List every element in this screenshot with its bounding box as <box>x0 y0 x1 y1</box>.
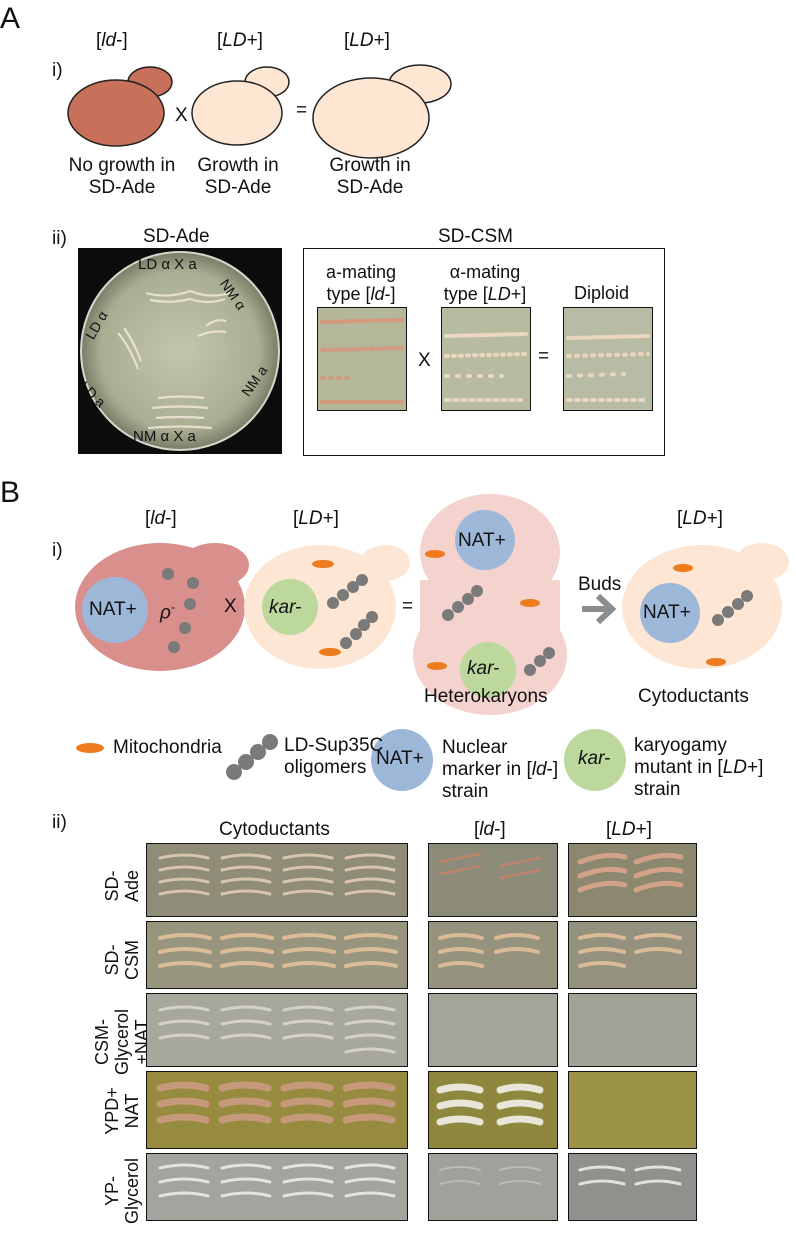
csm-col3-header: Diploid <box>574 283 630 303</box>
ld-plus-cell <box>191 66 290 146</box>
grid-ypd-nat-ld-plus <box>568 1071 697 1149</box>
heterokaryons-label: Heterokaryons <box>424 686 548 707</box>
grid-sd-ade-cytoductants <box>146 843 408 917</box>
csm-col2-header: α-mating type [LD+] <box>443 262 527 304</box>
cytoduction-diagram <box>75 494 789 715</box>
grid-sd-ade-ld-plus <box>568 843 697 917</box>
plate-title: SD-Ade <box>143 226 210 247</box>
panel-a-letter: A <box>0 2 21 35</box>
cross-equals-symbol: = <box>296 100 308 121</box>
grid-ypd-nat-ld-minus <box>428 1071 558 1149</box>
legend-icons <box>76 729 626 791</box>
buds-label: Buds <box>578 574 622 595</box>
grid-yp-glycerol-ld-plus <box>568 1153 697 1221</box>
grid-yp-glycerol-cytoductants <box>146 1153 408 1221</box>
panel-a-i-label: i) <box>52 60 63 81</box>
grid-csm-glycerol-nat-cytoductants <box>146 993 408 1067</box>
grid-header-cytoductants: Cytoductants <box>219 819 330 840</box>
b-x-symbol: X <box>224 596 237 617</box>
sector-ld-alpha-x-a: LD α X a <box>138 256 197 273</box>
grid-sd-csm-cytoductants <box>146 921 408 989</box>
csm-photo-alpha-mating <box>441 307 531 411</box>
grid-header-ld-plus: [LD+] <box>606 819 652 840</box>
kar-legend-icon <box>564 729 626 791</box>
b-rho-label: ρ- <box>160 600 175 624</box>
mitochondria-legend-icon <box>76 743 104 753</box>
b-kar-label-2: kar- <box>467 658 500 679</box>
cell2-genotype-label: [LD+] <box>217 30 263 51</box>
b-nat-label-3: NAT+ <box>643 602 691 623</box>
grid-header-ld-minus: [ld-] <box>474 819 506 840</box>
cross-x-symbol: X <box>175 105 188 126</box>
csm-photo-diploid <box>563 307 653 411</box>
sector-nm-alpha-x-a: NM α X a <box>133 428 196 445</box>
b-ld-plus-label-2: [LD+] <box>677 508 723 529</box>
panel-a-ii-label: ii) <box>52 228 67 249</box>
diploid-cell <box>312 64 452 159</box>
b-heterokaryon-cell <box>413 494 567 715</box>
cell3-genotype-label: [LD+] <box>344 30 390 51</box>
panel-b-letter: B <box>0 476 21 509</box>
b-kar-label-1: kar- <box>269 597 302 618</box>
row-label-ypd-nat: YPD+NAT <box>102 1087 142 1135</box>
panel-b-i-label: i) <box>52 540 63 561</box>
grid-sd-ade-ld-minus <box>428 843 558 917</box>
legend-nat-icon-label: NAT+ <box>376 748 424 769</box>
csm-photo-a-mating <box>317 307 407 411</box>
grid-sd-csm-ld-plus <box>568 921 697 989</box>
legend-kar-text: karyogamy mutant in [LD+] strain <box>634 735 764 800</box>
legend-kar-icon-label: kar- <box>578 748 611 769</box>
b-nat-label-1: NAT+ <box>89 599 137 620</box>
row-label-sd-ade: SD-Ade <box>102 869 142 903</box>
buds-arrow <box>582 593 617 625</box>
b-ld-plus-cell <box>244 545 410 669</box>
b-ld-minus-label: [ld-] <box>145 508 177 529</box>
csm-equals-symbol: = <box>538 346 550 367</box>
grid-ypd-nat-cytoductants <box>146 1071 408 1149</box>
b-ld-plus-label-1: [LD+] <box>293 508 339 529</box>
b-cytoductant-cell <box>622 543 789 669</box>
row-label-sd-csm: SD-CSM <box>102 940 142 980</box>
oligomer-legend-icon <box>226 734 278 780</box>
sd-csm-box <box>303 248 665 456</box>
csm-x-symbol: X <box>418 350 431 371</box>
grid-csm-glycerol-nat-ld-plus <box>568 993 697 1067</box>
sd-ade-plate-photo: LD α X a NM α LD α LD a NM a NM α X a <box>77 248 282 454</box>
b-nat-label-2: NAT+ <box>458 530 506 551</box>
row-label-yp-glycerol: YP-Glycerol <box>102 1158 142 1225</box>
panel-a-cross-diagram <box>67 64 452 159</box>
csm-col1-header: a-mating type [ld-] <box>325 262 397 304</box>
b-equals-symbol: = <box>402 596 414 617</box>
b-ld-minus-cell <box>75 543 249 671</box>
ld-minus-cell <box>67 66 173 147</box>
sd-csm-title: SD-CSM <box>438 226 513 247</box>
nat-legend-icon <box>371 729 433 791</box>
panel-b-ii-label: ii) <box>52 812 67 833</box>
grid-yp-glycerol-ld-minus <box>428 1153 558 1221</box>
grid-csm-glycerol-nat-ld-minus <box>428 993 558 1067</box>
cytoductants-label: Cytoductants <box>638 686 749 707</box>
legend-mitochondria: Mitochondria <box>113 737 222 758</box>
grid-sd-csm-ld-minus <box>428 921 558 989</box>
legend-nat-text: Nuclear marker in [ld-] strain <box>442 737 559 802</box>
cell1-genotype-label: [ld-] <box>96 30 128 51</box>
